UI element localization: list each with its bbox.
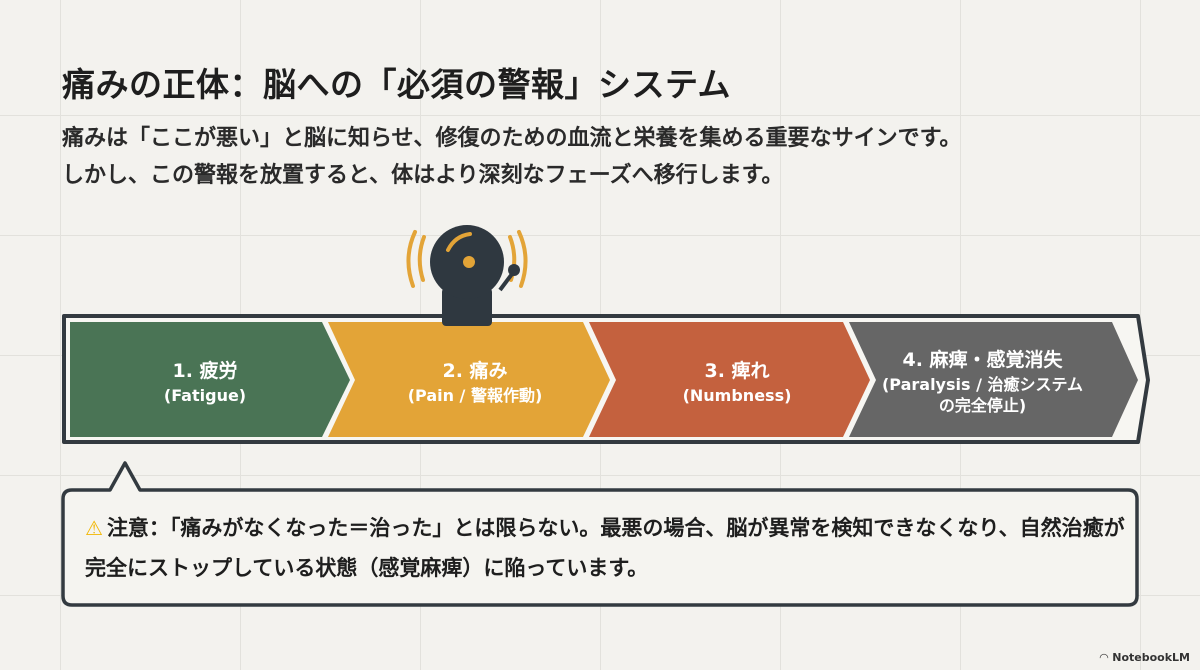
subtitle-line-2: しかし、この警報を放置すると、体はより深刻なフェーズへ移行します。 [62,163,784,188]
callout-message: ⚠注意：「痛みがなくなった＝治った」とは限らない。最悪の場合、脳が異常を検知でき… [85,508,1125,588]
chevron-pain [328,322,610,437]
callout-text: 注意：「痛みがなくなった＝治った」とは限らない。最悪の場合、脳が異常を検知できな… [85,516,1125,580]
brand-watermark: ◠ NotebookLM [1100,651,1190,664]
alarm-bell-icon [406,225,528,326]
brand-name: NotebookLM [1112,651,1190,664]
step-label: 3. 痺れ [704,359,770,382]
step-sublabel: (Pain / 警報作動) [407,385,543,405]
chevron-paralysis [849,322,1138,437]
step-label: 4. 麻痺・感覚消失 [902,349,1063,372]
step-label: 2. 痛み [442,359,508,382]
notebooklm-logo-icon: ◠ [1099,651,1109,664]
subtitle-line-1: 痛みは「ここが悪い」と脳に知らせ、修復のための血流と栄養を集める重要なサインです… [62,126,962,151]
warning-icon: ⚠ [85,516,103,540]
chevron-fatigue [70,322,350,437]
step-sublabel: (Numbness) [682,385,792,405]
chevron-numbness [589,322,870,437]
step-fatigue: 1. 疲労 (Fatigue) [70,330,340,435]
step-pain: 2. 痛み (Pain / 警報作動) [350,330,600,435]
step-sublabel: (Fatigue) [163,385,247,405]
step-sublabel: (Paralysis / 治癒システムの完全停止) [881,374,1084,416]
step-paralysis: 4. 麻痺・感覚消失 (Paralysis / 治癒システムの完全停止) [880,330,1085,435]
step-numbness: 3. 痺れ (Numbness) [612,330,862,435]
step-label: 1. 疲労 [172,359,238,382]
callout-box [61,461,1139,607]
page-title: 痛みの正体：脳への「必須の警報」システム [62,65,732,104]
